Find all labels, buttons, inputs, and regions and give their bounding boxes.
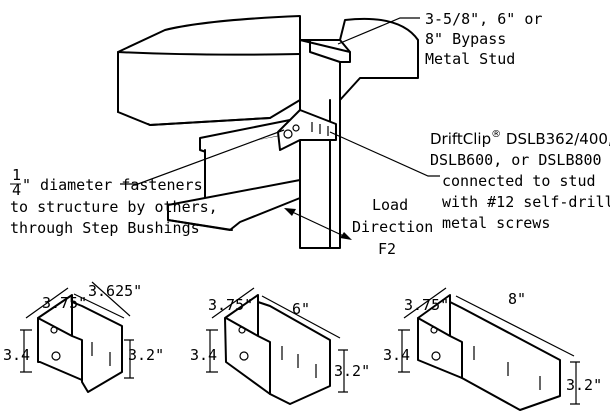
clip-1-outline [37, 294, 123, 393]
clip-callout-line-5: metal screws [442, 214, 550, 232]
fastener-leader [120, 129, 285, 185]
step-bushing-2 [292, 124, 300, 132]
clip-2-dim-top [211, 287, 341, 339]
fraction-numerator: 1 [12, 166, 21, 184]
clip-callout-line-4: with #12 self-drilling [442, 193, 610, 211]
clip-3-dim-top [403, 287, 575, 357]
detail-3-height-right: 3.2" [566, 376, 602, 394]
slab-bottom-edge [147, 117, 271, 126]
clip-2-outline [224, 294, 331, 405]
stud-callout-line-3: Metal Stud [425, 50, 515, 68]
fastener-line-1: " diameter fasteners [22, 176, 203, 194]
detail-2-depth: 6" [292, 300, 310, 318]
detail-2-width: 3.75" [208, 296, 253, 314]
clip-2-bushing-2 [239, 351, 249, 361]
driftclip-bracket [277, 109, 337, 151]
load-line-1: Load [372, 196, 408, 214]
step-bushing [283, 129, 293, 139]
clip-callout-line-2: DSLB600, or DSLB800 [430, 151, 602, 169]
detail-1-width: 3.75" [42, 294, 87, 312]
load-arrow-head-1 [284, 208, 296, 216]
fastener-line-3: through Step Bushings [10, 219, 200, 237]
clip-3-dim-right [570, 361, 580, 405]
slab [117, 15, 419, 126]
screw-row [311, 122, 329, 136]
stud-callout-line-2: 8" Bypass [425, 30, 506, 48]
load-line-3: F2 [378, 240, 396, 258]
clip-1-dim-left [20, 329, 32, 373]
clip-3-outline [417, 294, 561, 411]
stud-flange [299, 39, 351, 63]
fastener-callout: 1 4 " diameter fasteners to structure by… [10, 166, 218, 237]
clip-1-dim-right [124, 339, 134, 379]
detail-2-height-left: 3.4 [190, 346, 217, 364]
clip-1-slots [91, 342, 111, 366]
fastener-line-2: to structure by others, [10, 198, 218, 216]
load-line-2: Direction [352, 218, 433, 236]
stud-callout-line-1: 3-5/8", 6" or [425, 10, 542, 28]
detail-1-depth: 3.625" [88, 282, 142, 300]
clip-2-dim-right [338, 349, 348, 393]
detail-3-depth: 8" [508, 290, 526, 308]
detail-3-width: 3.75" [404, 296, 449, 314]
detail-2-height-right: 3.2" [334, 362, 370, 380]
clip-2-dim-left [206, 329, 218, 373]
fraction-denominator: 4 [12, 181, 21, 199]
clip-3-bushing [430, 326, 438, 334]
detail-3: 3.75" 8" 3.4 3.2" [383, 287, 602, 411]
clip-1-bushing [50, 326, 58, 334]
clip-1-dim-top [25, 281, 131, 319]
detail-2: 3.75" 6" 3.4 3.2" [190, 287, 370, 405]
clip-brand: DriftClip® DSLB362/400, [430, 129, 610, 148]
load-arrow [287, 209, 349, 239]
clip-3-dim-left [398, 329, 410, 373]
detail-1-height-left: 3.4 [3, 346, 30, 364]
clip-2-bushing [238, 326, 246, 334]
beam-bottom-line [167, 219, 233, 231]
clip-2-slots [281, 346, 317, 378]
detail-1-height-right: 3.2" [128, 346, 164, 364]
clip-callout-line-3: connected to stud [442, 172, 596, 190]
assembly-illustration [117, 15, 440, 249]
clip-callout: DriftClip® DSLB362/400, DSLB600, or DSLB… [430, 129, 610, 232]
clip-1-bushing-2 [51, 351, 61, 361]
clip-3-slots [473, 346, 541, 390]
clip-leader [329, 131, 440, 177]
load-callout: Load Direction F2 [352, 196, 433, 258]
stud-callout: 3-5/8", 6" or 8" Bypass Metal Stud [425, 10, 542, 68]
detail-1: 3.75" 3.625" 3.4 3.2" [3, 281, 164, 393]
stud-leader [337, 17, 420, 45]
detail-3-height-left: 3.4 [383, 346, 410, 364]
slab-edge [117, 51, 301, 113]
clip-3-bushing-2 [431, 351, 441, 361]
load-arrow-head-2 [340, 232, 352, 240]
